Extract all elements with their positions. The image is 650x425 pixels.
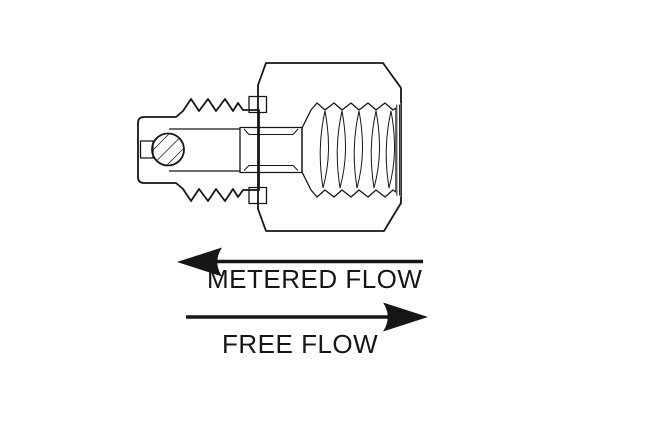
free-flow-label: FREE FLOW	[222, 329, 379, 359]
bore-channel	[166, 128, 240, 172]
arrowhead-right-icon	[383, 302, 428, 332]
valve-body	[257, 62, 402, 232]
barbed-stem	[137, 98, 260, 202]
metered-flow-label: METERED FLOW	[207, 264, 423, 294]
seat-cavity	[239, 126, 303, 174]
free-flow-arrow	[186, 302, 428, 332]
arrowhead-left-icon	[177, 247, 222, 277]
metering-orifice	[139, 140, 154, 159]
internal-threads	[301, 102, 401, 198]
metered-flow-arrow	[177, 247, 423, 277]
thread-flanks	[319, 110, 396, 189]
seal-tabs	[248, 95, 268, 205]
